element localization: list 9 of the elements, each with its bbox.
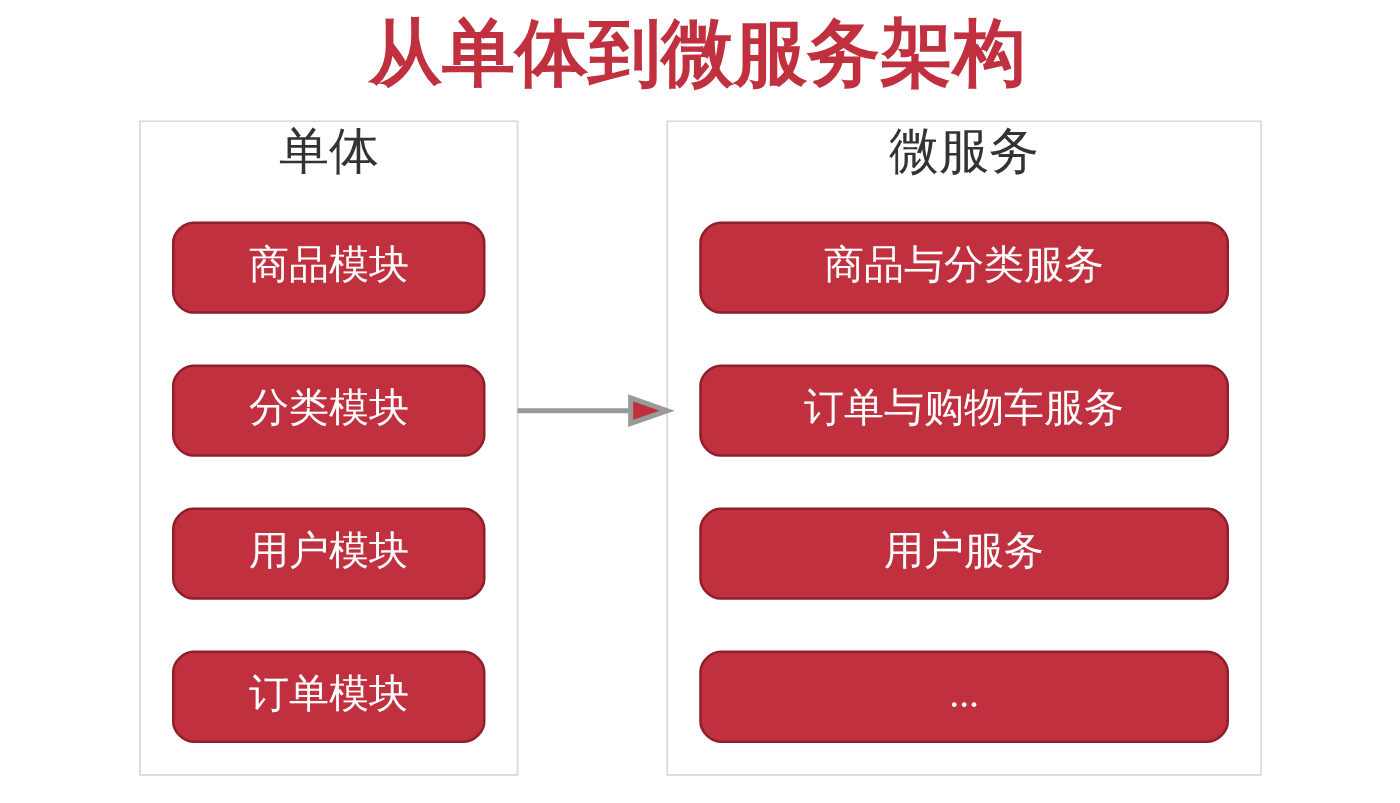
node-box: 商品模块 bbox=[171, 221, 485, 314]
node-box: 订单模块 bbox=[171, 650, 485, 743]
node-box: 商品与分类服务 bbox=[698, 221, 1229, 314]
node-box: ... bbox=[698, 650, 1229, 743]
node-box: 订单与购物车服务 bbox=[698, 364, 1229, 457]
node-box: 分类模块 bbox=[171, 364, 485, 457]
node-box: 用户服务 bbox=[698, 507, 1229, 600]
diagram-title: 从单体到微服务架构 bbox=[368, 10, 1026, 96]
node-box: 用户模块 bbox=[171, 507, 485, 600]
